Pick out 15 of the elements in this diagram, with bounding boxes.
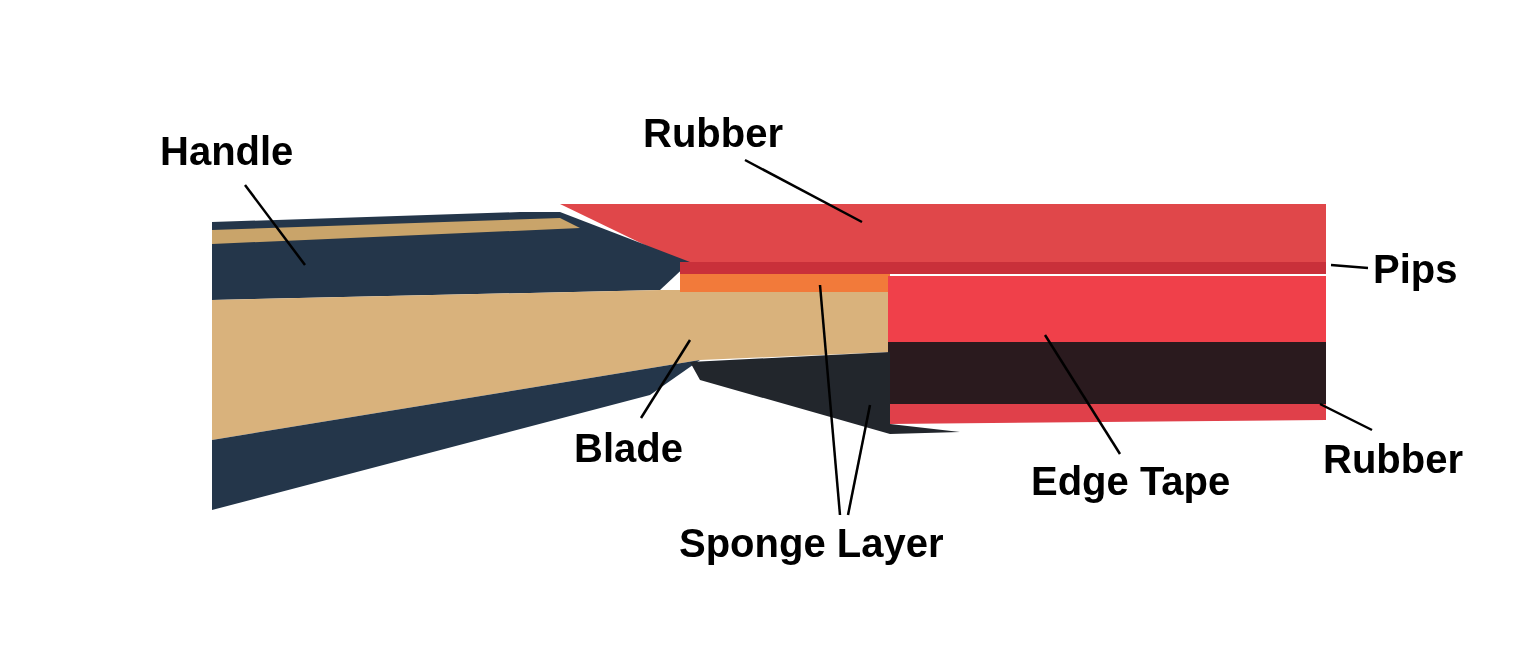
leader-line xyxy=(846,404,872,516)
part-label: Pips xyxy=(1373,246,1458,292)
part-label: Rubber xyxy=(643,110,783,156)
part-label: Blade xyxy=(574,425,683,471)
leader-line xyxy=(1043,334,1122,455)
leader-line xyxy=(1319,402,1373,432)
part-label: Rubber xyxy=(1323,436,1463,482)
part-label: Edge Tape xyxy=(1031,458,1231,504)
leader-line xyxy=(744,158,863,224)
part-label: Sponge Layer xyxy=(679,520,944,566)
part-label: Handle xyxy=(160,128,294,174)
leader-line xyxy=(818,284,842,516)
leader-line xyxy=(244,184,306,266)
leader-line xyxy=(1330,263,1369,270)
leader-line xyxy=(639,339,692,419)
